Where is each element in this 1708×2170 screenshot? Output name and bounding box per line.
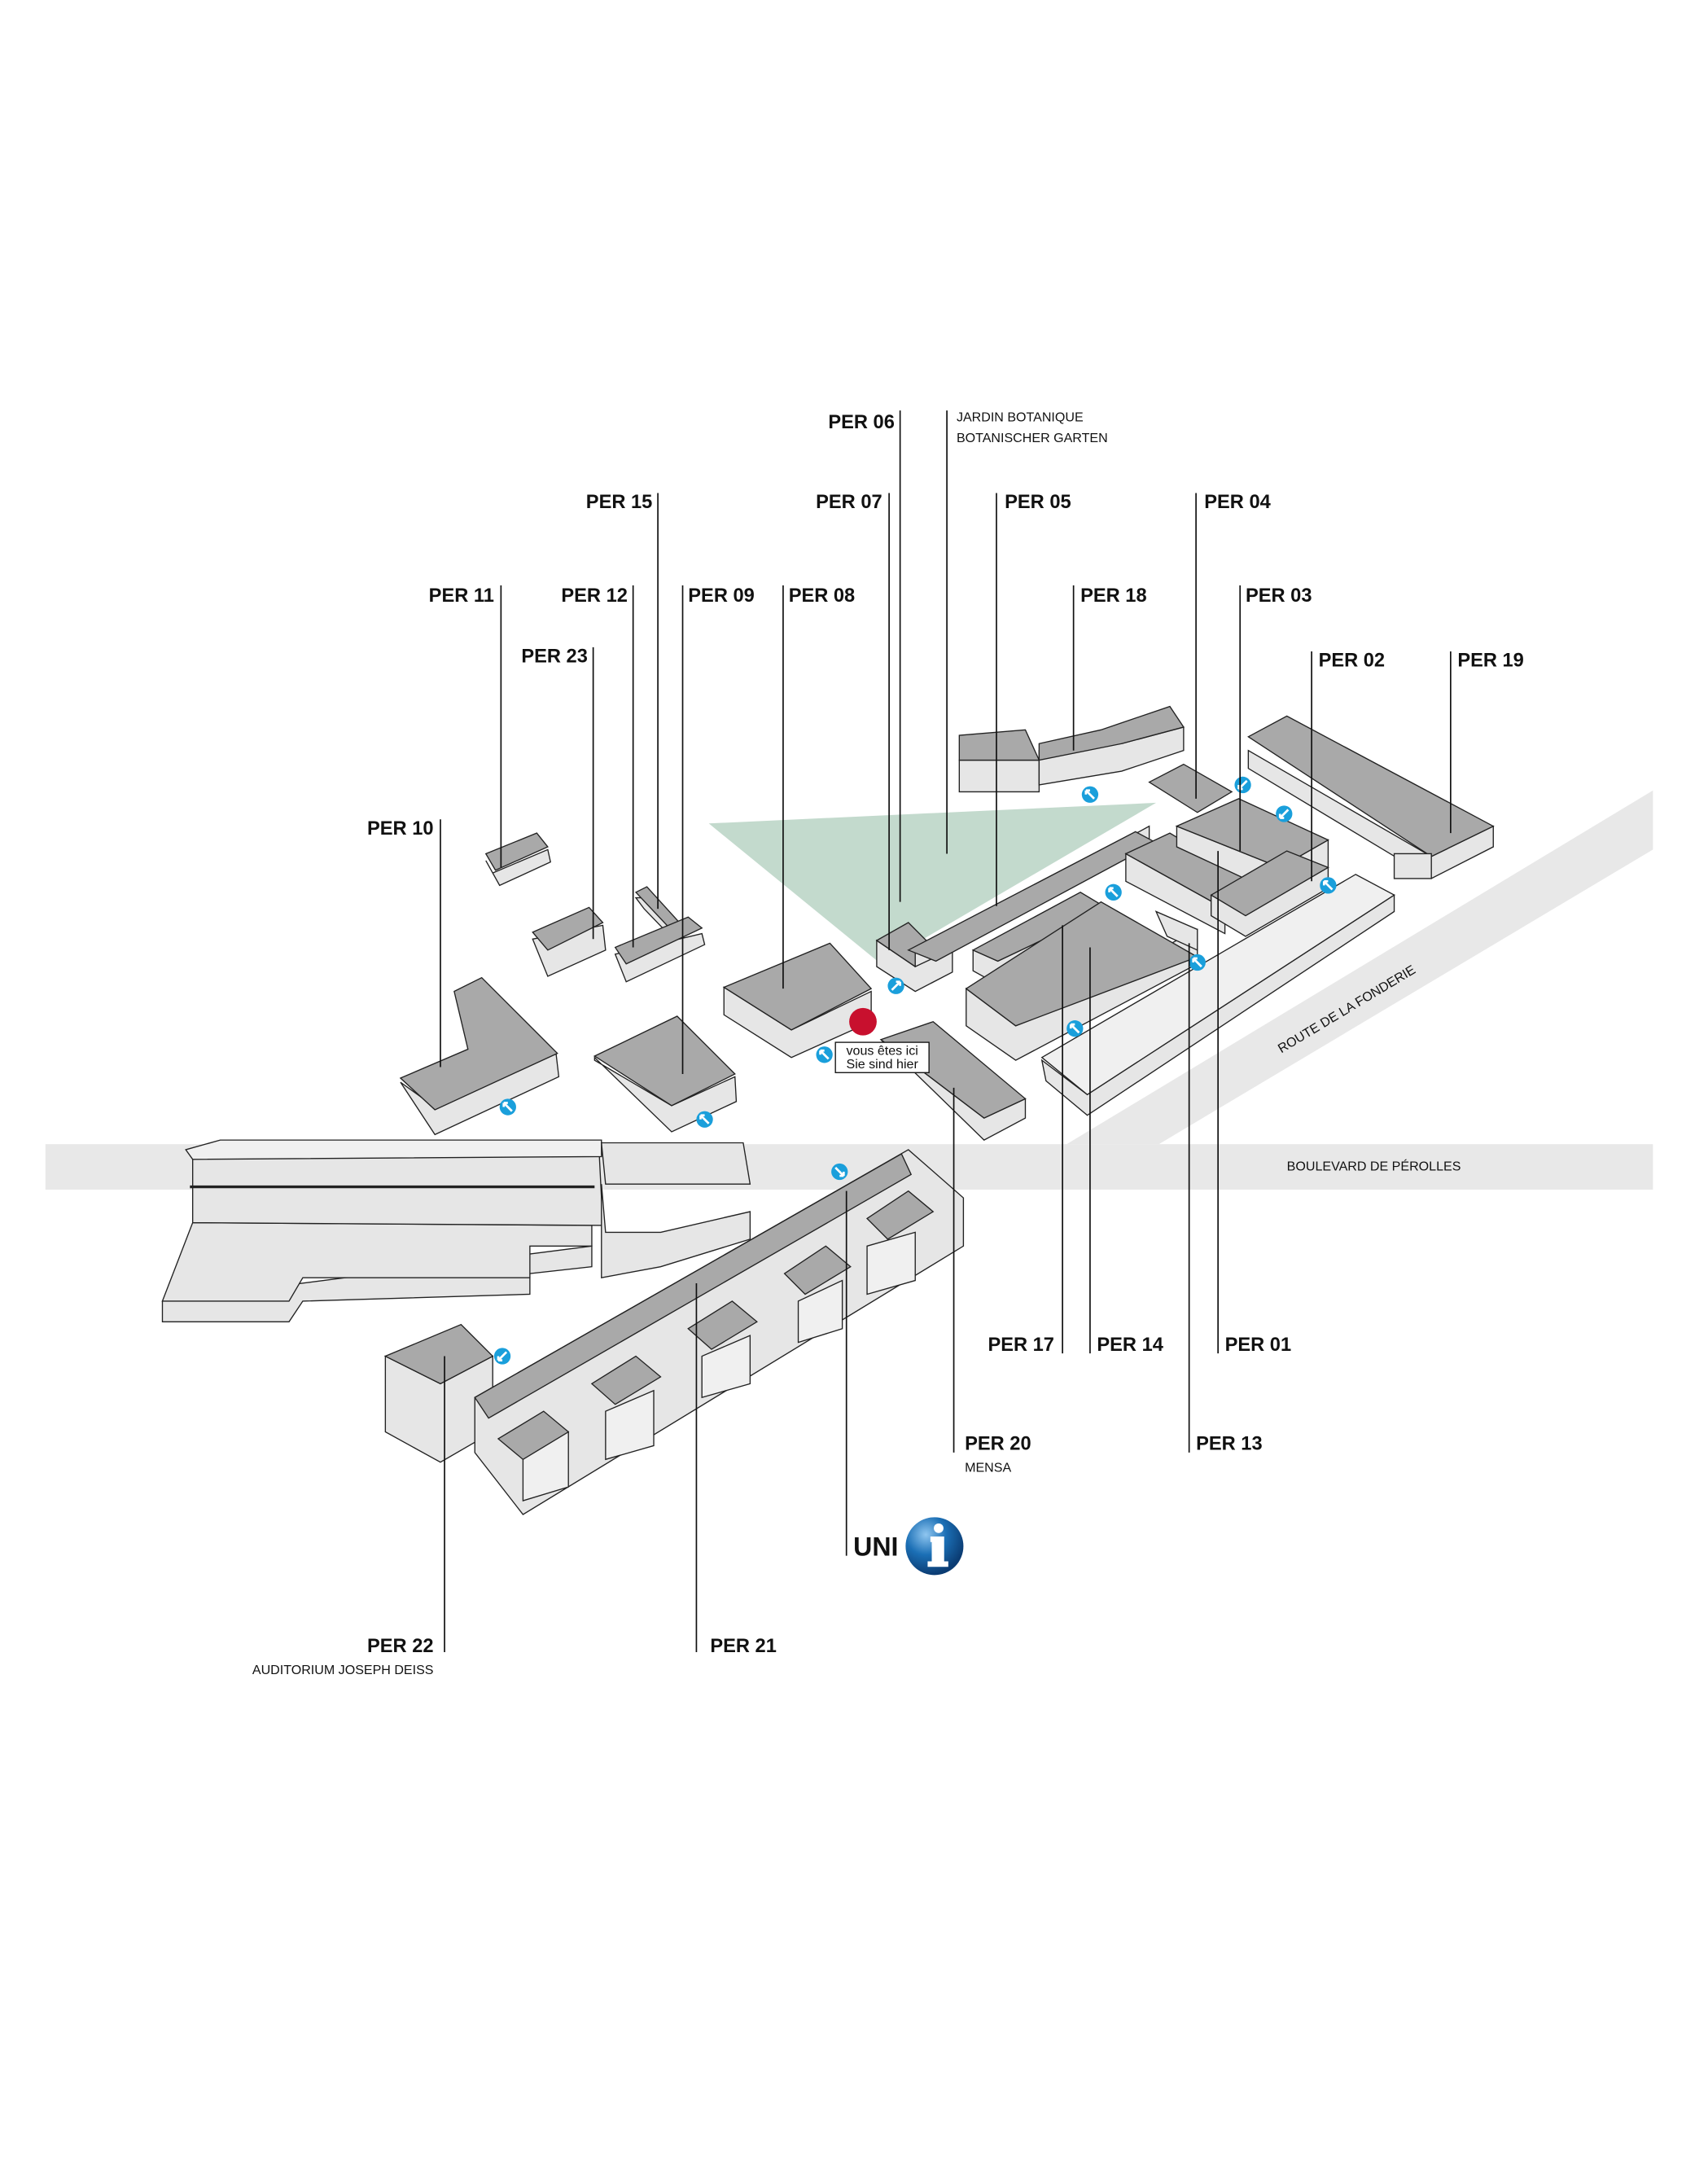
botanical-garden-area [708, 802, 1157, 964]
entrance-arrow-icon[interactable] [1081, 786, 1099, 803]
entrance-arrow-icon[interactable] [696, 1111, 713, 1128]
label-per-12[interactable]: PER 12 [561, 585, 628, 607]
building-per-22[interactable] [383, 1323, 494, 1463]
building-per-02[interactable] [1210, 850, 1329, 937]
entrance-arrow-icon[interactable] [493, 1348, 511, 1365]
entrance-arrow-icon[interactable] [1320, 877, 1337, 894]
building-per-11[interactable] [484, 832, 552, 887]
road-label-boulevard: BOULEVARD DE PÉROLLES [1287, 1158, 1461, 1173]
you-are-here-fr: vous êtes ici [847, 1043, 918, 1058]
label-per-15[interactable]: PER 15 [586, 492, 653, 513]
label-per-06-sub2: BOTANISCHER GARTEN [957, 431, 1108, 445]
label-per-11[interactable]: PER 11 [429, 585, 494, 607]
label-per-10[interactable]: PER 10 [367, 818, 434, 840]
you-are-here-de: Sie sind hier [847, 1057, 919, 1072]
you-are-here-box [834, 1041, 930, 1073]
label-per-05[interactable]: PER 05 [1005, 492, 1071, 513]
label-per-22[interactable]: PER 22 [367, 1636, 434, 1657]
label-per-20[interactable]: PER 20 [965, 1434, 1031, 1455]
building-per-08[interactable] [722, 942, 873, 1059]
label-per-03[interactable]: PER 03 [1246, 585, 1312, 607]
label-per-21[interactable]: PER 21 [710, 1636, 777, 1657]
label-per-14[interactable]: PER 14 [1097, 1335, 1163, 1356]
entrance-arrow-icon[interactable] [499, 1098, 516, 1116]
entrance-arrow-icon[interactable] [1234, 776, 1251, 794]
building-per-19[interactable] [1247, 715, 1495, 879]
label-per-01[interactable]: PER 01 [1225, 1335, 1292, 1356]
label-per-18[interactable]: PER 18 [1080, 585, 1147, 607]
info-point-label: UNI [853, 1532, 898, 1562]
building-main-bd-perolles[interactable] [161, 1139, 604, 1322]
building-per-23[interactable] [532, 906, 607, 977]
label-per-23[interactable]: PER 23 [521, 646, 588, 667]
entrance-arrow-icon[interactable] [816, 1046, 833, 1063]
you-are-here-marker: vous êtes ici Sie sind hier [834, 1007, 930, 1073]
info-point[interactable]: UNI [853, 1517, 964, 1576]
building-per-10[interactable] [399, 976, 560, 1136]
entrance-arrow-icon[interactable] [1276, 805, 1293, 822]
entrance-arrow-icon[interactable] [887, 977, 904, 994]
label-per-04[interactable]: PER 04 [1204, 492, 1271, 513]
building-per-12[interactable] [614, 916, 706, 983]
entrance-arrow-icon[interactable] [1189, 953, 1206, 971]
entrance-arrow-icon[interactable] [1105, 883, 1122, 901]
label-per-08[interactable]: PER 08 [789, 585, 856, 607]
building-per-13[interactable] [1154, 910, 1198, 951]
entrances [493, 776, 1337, 1365]
label-per-13[interactable]: PER 13 [1196, 1434, 1263, 1455]
label-per-17[interactable]: PER 17 [988, 1335, 1054, 1356]
label-per-07[interactable]: PER 07 [816, 492, 882, 513]
label-per-06[interactable]: PER 06 [828, 412, 895, 433]
label-per-09[interactable]: PER 09 [688, 585, 755, 607]
you-are-here-dot [849, 1007, 877, 1036]
label-per-22-sub: AUDITORIUM JOSEPH DEISS [252, 1663, 434, 1677]
building-per-18[interactable] [958, 705, 1185, 793]
building-per-right-curved[interactable] [601, 1142, 751, 1278]
label-per-20-sub: MENSA [965, 1461, 1011, 1475]
info-icon[interactable] [905, 1517, 964, 1576]
buildings [161, 705, 1495, 1515]
label-per-06-sub1: JARDIN BOTANIQUE [957, 410, 1084, 425]
label-per-19[interactable]: PER 19 [1457, 651, 1524, 672]
building-per-09[interactable] [593, 1015, 738, 1133]
leader-lines [440, 410, 1452, 1653]
building-per-21[interactable] [474, 1149, 965, 1515]
entrance-arrow-icon[interactable] [831, 1163, 848, 1181]
entrance-arrow-icon[interactable] [1066, 1020, 1084, 1037]
building-labels: PER 06 JARDIN BOTANIQUE BOTANISCHER GART… [252, 410, 1524, 1677]
label-per-02[interactable]: PER 02 [1319, 651, 1386, 672]
